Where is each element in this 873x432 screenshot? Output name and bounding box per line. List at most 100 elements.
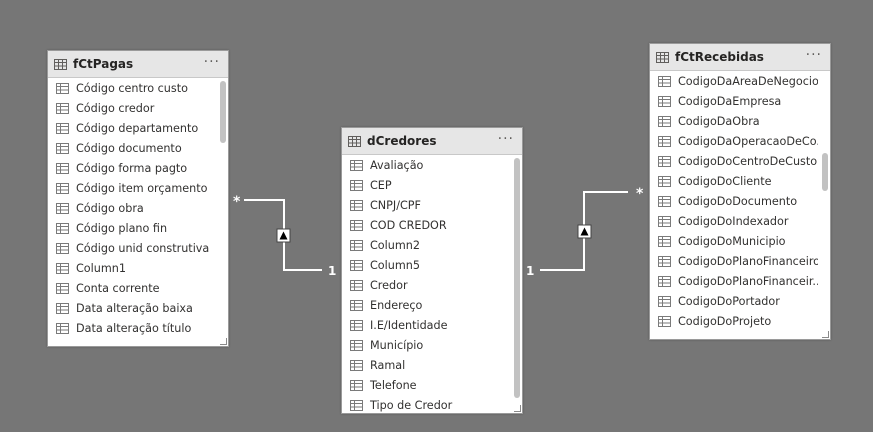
cardinality-many-label: * <box>233 194 241 210</box>
filter-direction-icon <box>577 224 592 239</box>
field-label: CodigoDoProjeto <box>678 314 772 328</box>
field-row[interactable]: Código unid construtiva <box>48 238 216 258</box>
field-row[interactable]: CodigoDoDocumento <box>650 191 818 211</box>
field-row[interactable]: Avaliação <box>342 155 510 175</box>
field-row[interactable]: CNPJ/CPF <box>342 195 510 215</box>
field-row[interactable]: CodigoDoCliente <box>650 171 818 191</box>
field-row[interactable]: CodigoDoPortador <box>650 291 818 311</box>
table-field-icon <box>56 82 69 94</box>
field-label: CodigoDoPlanoFinanceir... <box>678 274 818 288</box>
table-field-icon <box>658 315 671 327</box>
scrollbar-thumb[interactable] <box>220 81 226 143</box>
field-label: CodigoDoPlanoFinanceiro <box>678 254 818 268</box>
field-row[interactable]: CodigoDoPlanoFinanceir... <box>650 271 818 291</box>
field-row[interactable]: Código documento <box>48 138 216 158</box>
field-row[interactable]: Código credor <box>48 98 216 118</box>
cardinality-many-label: * <box>636 186 644 202</box>
scrollbar[interactable] <box>513 155 521 407</box>
field-row[interactable]: Data alteração título <box>48 318 216 338</box>
scrollbar-thumb[interactable] <box>822 153 828 191</box>
field-row[interactable]: Endereço <box>342 295 510 315</box>
field-row[interactable]: Código plano fin <box>48 218 216 238</box>
resize-handle[interactable] <box>822 331 829 338</box>
field-row[interactable]: Column1 <box>48 258 216 278</box>
field-row[interactable]: Column5 <box>342 255 510 275</box>
field-row[interactable]: CodigoDoProjeto <box>650 311 818 331</box>
field-label: Column2 <box>370 238 420 252</box>
field-row[interactable]: Código forma pagto <box>48 158 216 178</box>
table-header[interactable]: fCtRecebidas ··· <box>650 44 830 71</box>
more-options-icon[interactable]: ··· <box>497 131 514 147</box>
table-field-icon <box>350 219 363 231</box>
field-row[interactable]: Conta corrente <box>48 278 216 298</box>
field-label: COD CREDOR <box>370 218 447 232</box>
field-label: Avaliação <box>370 158 424 172</box>
table-title: fCtPagas <box>73 57 134 71</box>
field-row[interactable]: CodigoDoIndexador <box>650 211 818 231</box>
field-row[interactable]: Código obra <box>48 198 216 218</box>
table-field-icon <box>658 275 671 287</box>
table-field-icon <box>350 199 363 211</box>
filter-direction-icon <box>276 228 291 243</box>
field-label: Column5 <box>370 258 420 272</box>
table-field-icon <box>658 115 671 127</box>
field-label: Código credor <box>76 101 155 115</box>
field-row[interactable]: Código departamento <box>48 118 216 138</box>
field-row[interactable]: I.E/Identidade <box>342 315 510 335</box>
field-row[interactable]: Data alteração baixa <box>48 298 216 318</box>
table-header[interactable]: dCredores ··· <box>342 128 522 155</box>
field-label: CodigoDaObra <box>678 114 760 128</box>
table-field-icon <box>56 202 69 214</box>
table-field-icon <box>658 155 671 167</box>
field-row[interactable]: CodigoDaEmpresa <box>650 91 818 111</box>
table-field-icon <box>56 142 69 154</box>
resize-handle[interactable] <box>220 338 227 345</box>
field-label: Código obra <box>76 201 144 215</box>
field-row[interactable]: CodigoDoCentroDeCusto <box>650 151 818 171</box>
field-label: CodigoDoCliente <box>678 174 772 188</box>
field-row[interactable]: CodigoDaOperacaoDeCo... <box>650 131 818 151</box>
relationship-fctpagas-dcredores[interactable]: * 1 <box>233 194 336 278</box>
more-options-icon[interactable]: ··· <box>203 54 220 70</box>
field-row[interactable]: CodigoDaObra <box>650 111 818 131</box>
field-row[interactable]: COD CREDOR <box>342 215 510 235</box>
field-label: Código centro custo <box>76 81 188 95</box>
field-label: CodigoDaEmpresa <box>678 94 782 108</box>
table-title: fCtRecebidas <box>675 50 764 64</box>
field-row[interactable]: Telefone <box>342 375 510 395</box>
field-label: CodigoDoIndexador <box>678 214 789 228</box>
table-header[interactable]: fCtPagas ··· <box>48 51 228 78</box>
relationship-fctrecebidas-dcredores[interactable]: 1 * <box>526 186 644 278</box>
field-row[interactable]: Column2 <box>342 235 510 255</box>
table-title: dCredores <box>367 134 437 148</box>
more-options-icon[interactable]: ··· <box>805 47 822 63</box>
field-row[interactable]: Código item orçamento <box>48 178 216 198</box>
table-icon <box>54 58 67 70</box>
resize-handle[interactable] <box>514 405 521 412</box>
scrollbar[interactable] <box>821 71 829 333</box>
field-row[interactable]: CEP <box>342 175 510 195</box>
table-field-icon <box>56 102 69 114</box>
field-label: CodigoDoCentroDeCusto <box>678 154 818 168</box>
field-row[interactable]: CodigoDoPlanoFinanceiro <box>650 251 818 271</box>
field-row[interactable]: CodigoDoMunicipio <box>650 231 818 251</box>
field-label: Credor <box>370 278 408 292</box>
field-row[interactable]: Ramal <box>342 355 510 375</box>
field-label: Endereço <box>370 298 423 312</box>
scrollbar-thumb[interactable] <box>514 158 520 398</box>
table-field-icon <box>350 159 363 171</box>
field-row[interactable]: Código centro custo <box>48 78 216 98</box>
field-row[interactable]: Credor <box>342 275 510 295</box>
scrollbar[interactable] <box>219 78 227 340</box>
table-field-icon <box>350 359 363 371</box>
table-field-icon <box>56 262 69 274</box>
field-row[interactable]: Tipo de Credor <box>342 395 510 413</box>
field-row[interactable]: Município <box>342 335 510 355</box>
table-field-icon <box>658 195 671 207</box>
field-row[interactable]: CodigoDaAreaDeNegocio <box>650 71 818 91</box>
